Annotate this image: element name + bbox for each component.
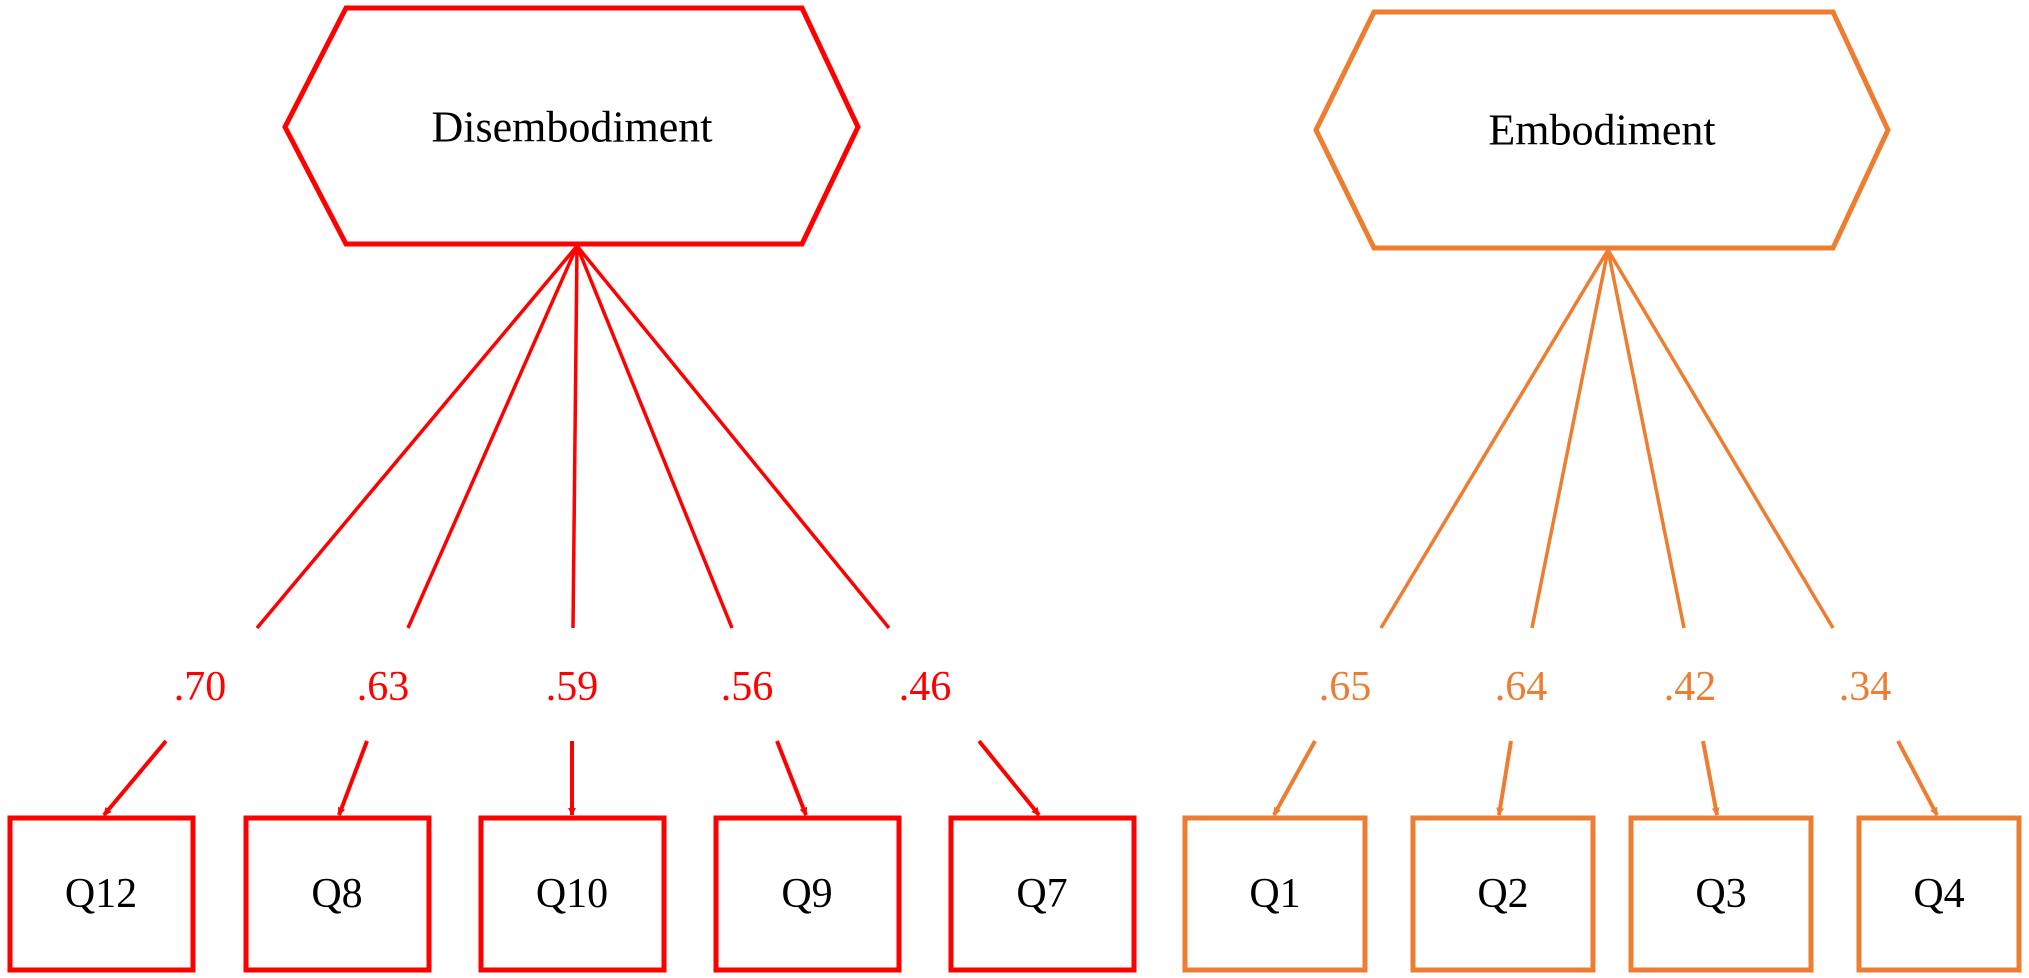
path-line-q2 (1530, 249, 1610, 629)
path-line-q7 (575, 244, 891, 630)
loading-value-q4: .34 (1839, 664, 1892, 710)
loading-arrow-q1 (1272, 740, 1317, 816)
item-box-q9 (713, 815, 902, 973)
loading-value-q8: .63 (357, 664, 410, 710)
loading-value-q10: .59 (546, 664, 599, 710)
item-box-q7 (948, 815, 1137, 973)
path-line-q10 (571, 245, 579, 629)
item-box-q10 (478, 815, 667, 973)
path-line-q12 (255, 244, 579, 630)
loading-arrow-q7 (977, 739, 1041, 817)
loading-value-q9: .56 (721, 664, 774, 710)
item-box-q8 (243, 815, 432, 973)
loading-arrow-q9 (775, 740, 808, 816)
item-label-q9: Q9 (781, 871, 832, 917)
item-label-q3: Q3 (1695, 871, 1746, 917)
loading-arrow-q4 (1896, 740, 1939, 816)
item-label-q8: Q8 (311, 871, 362, 917)
item-label-q1: Q1 (1249, 871, 1300, 917)
factor-node-disembodiment (282, 5, 861, 247)
path-line-q1 (1379, 249, 1610, 629)
loading-value-q2: .64 (1495, 664, 1548, 710)
item-box-q3 (1628, 815, 1814, 973)
path-line-q3 (1606, 249, 1686, 629)
factor-group-disembodiment: Disembodiment .70 .63 .59 .56 .46 Q12 Q8… (7, 5, 1137, 973)
item-label-q2: Q2 (1477, 871, 1528, 917)
path-line-q4 (1606, 249, 1835, 629)
loading-value-q12: .70 (174, 664, 227, 710)
factor-group-embodiment: Embodiment .65 .64 .42 .34 Q1 Q2 Q3 Q4 (1182, 9, 2022, 973)
loading-value-q1: .65 (1319, 664, 1372, 710)
item-label-q7: Q7 (1016, 871, 1067, 917)
loading-arrow-q8 (337, 740, 369, 816)
item-box-q12 (7, 815, 196, 973)
item-label-q4: Q4 (1913, 871, 1964, 917)
loading-arrow-q2 (1496, 740, 1513, 816)
item-box-q1 (1182, 815, 1368, 973)
item-box-q2 (1410, 815, 1596, 973)
loading-value-q3: .42 (1664, 664, 1717, 710)
item-label-q10: Q10 (536, 871, 608, 917)
loading-arrow-q12 (102, 739, 168, 817)
path-line-q9 (575, 245, 734, 629)
item-box-q4 (1856, 815, 2022, 973)
factor-node-embodiment (1313, 9, 1891, 251)
path-line-q8 (406, 245, 579, 629)
loading-value-q7: .46 (899, 664, 952, 710)
loading-arrow-q3 (1701, 740, 1720, 816)
factor-label-embodiment: Embodiment (1488, 106, 1715, 155)
item-label-q12: Q12 (65, 871, 137, 917)
factor-label-disembodiment: Disembodiment (431, 103, 712, 152)
